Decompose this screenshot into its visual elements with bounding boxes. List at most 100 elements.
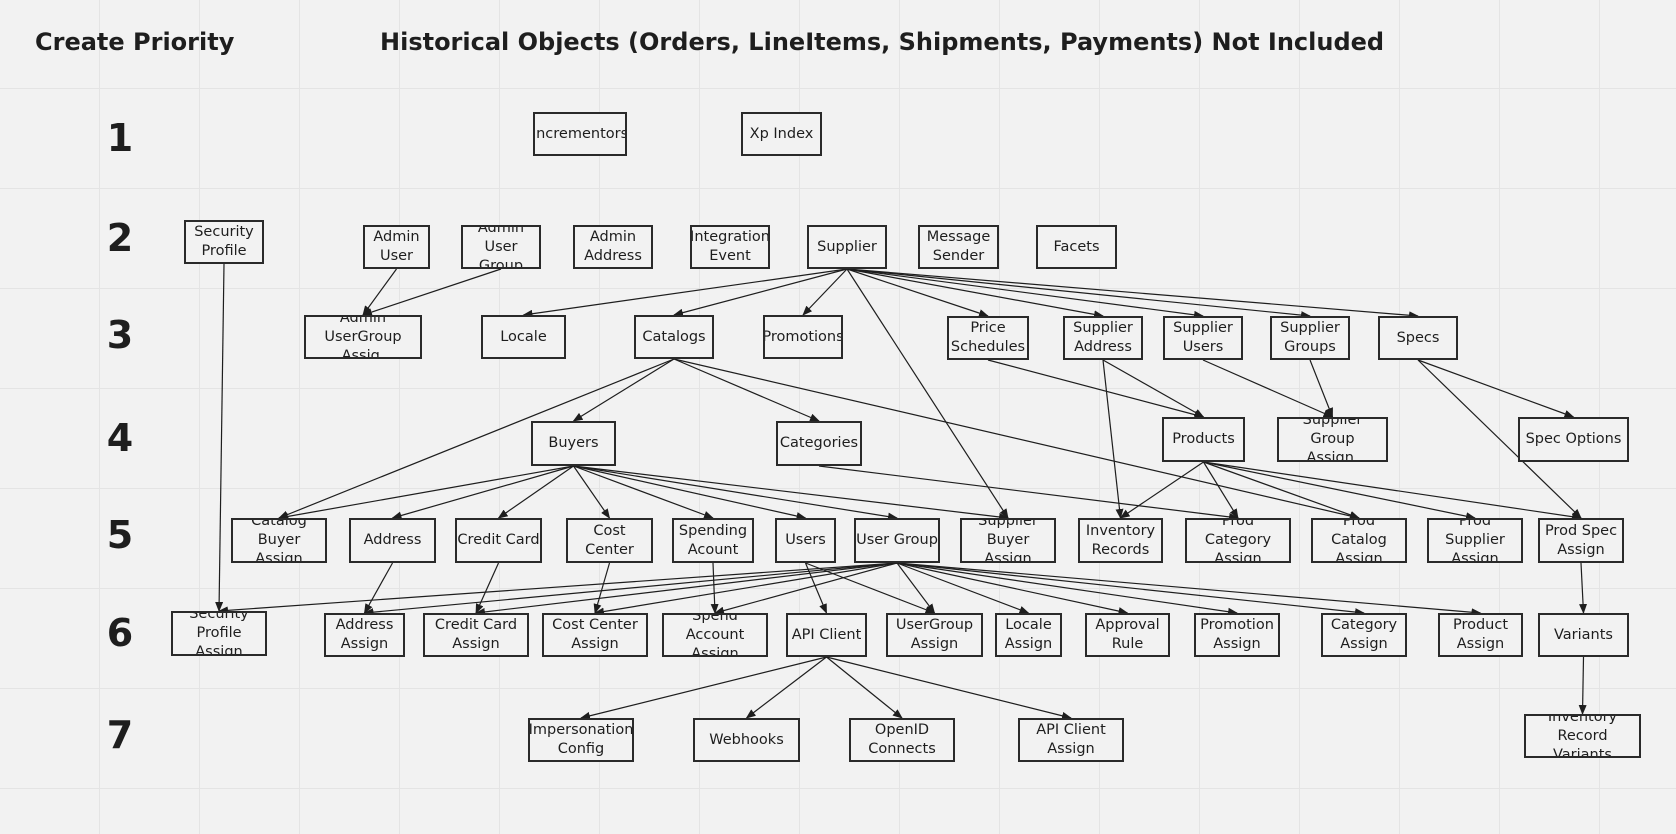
node-supplier-group-assign[interactable]: Supplier Group Assign.	[1277, 417, 1388, 462]
edge-price-schedules-to-products	[987, 359, 1205, 419]
node-webhooks[interactable]: Webhooks	[693, 718, 800, 762]
edge-catalogs-to-catalog-buyer-assign	[278, 358, 675, 519]
node-address-assign[interactable]: Address Assign	[324, 613, 405, 657]
node-categories[interactable]: Categories	[776, 421, 862, 466]
edge-user-group-to-security-profile-assign	[218, 562, 898, 615]
node-spend-account-assign[interactable]: Spend Account Assign	[662, 613, 768, 657]
node-products[interactable]: Products	[1162, 417, 1245, 462]
edge-buyers-to-user-group	[573, 465, 898, 521]
edge-cost-center-to-cost-center-assign	[593, 562, 611, 614]
node-impersonation-config[interactable]: Impersonation Config	[528, 718, 634, 762]
edge-buyers-to-spending-acount	[573, 465, 714, 519]
edge-buyers-to-cost-center	[573, 465, 611, 519]
edge-user-group-to-address-assign	[363, 562, 898, 617]
node-promotion-assign[interactable]: Promotion Assign	[1194, 613, 1280, 657]
edge-user-group-to-cost-center-assign	[594, 562, 898, 616]
node-admin-usergroup-assig[interactable]: Admin UserGroup Assig.	[304, 315, 422, 359]
edge-user-group-to-spend-account-assign	[714, 562, 898, 615]
node-supplier-address[interactable]: Supplier Address	[1063, 316, 1143, 360]
node-user-group[interactable]: User Group	[854, 518, 940, 563]
node-prod-category-assign[interactable]: Prod Category Assign	[1185, 518, 1291, 563]
node-cost-center-assign[interactable]: Cost Center Assign	[542, 613, 648, 657]
node-promotions[interactable]: Promotions	[763, 315, 843, 359]
node-supplier[interactable]: Supplier	[807, 225, 887, 269]
edge-supplier-to-price-schedules	[846, 268, 989, 317]
node-approval-rule[interactable]: Approval Rule	[1085, 613, 1170, 657]
node-security-profile-assign[interactable]: Security Profile Assign	[171, 611, 267, 656]
edge-user-group-to-usergroup-assign	[896, 562, 936, 614]
node-supplier-buyer-assign[interactable]: Supplier Buyer Assign	[960, 518, 1056, 563]
edge-catalogs-to-buyers	[572, 358, 675, 422]
node-inventory-records[interactable]: Inventory Records	[1078, 518, 1163, 563]
edge-api-client-to-webhooks	[745, 656, 827, 719]
node-price-schedules[interactable]: Price Schedules	[947, 316, 1029, 360]
priority-level-1: 1	[106, 116, 134, 160]
priority-level-5: 5	[106, 513, 134, 557]
node-api-client-assign[interactable]: API Client Assign	[1018, 718, 1124, 762]
priority-level-3: 3	[106, 313, 134, 357]
node-credit-card-assign[interactable]: Credit Card Assign	[423, 613, 529, 657]
node-variants[interactable]: Variants	[1538, 613, 1629, 657]
node-usergroup-assign[interactable]: UserGroup Assign	[886, 613, 983, 657]
edge-buyers-to-catalog-buyer-assign	[278, 465, 574, 521]
edge-specs-to-spec-options	[1417, 359, 1575, 418]
edge-specs-to-prod-spec-assign	[1417, 359, 1582, 519]
node-spending-acount[interactable]: Spending Acount	[672, 518, 754, 563]
node-category-assign[interactable]: Category Assign	[1321, 613, 1407, 657]
node-prod-spec-assign[interactable]: Prod Spec Assign	[1538, 518, 1624, 563]
edge-address-to-address-assign	[363, 562, 394, 614]
node-users[interactable]: Users	[775, 518, 836, 563]
priority-level-6: 6	[106, 611, 134, 655]
edge-supplier-address-to-inventory-records	[1102, 359, 1124, 519]
node-facets[interactable]: Facets	[1036, 225, 1117, 269]
node-inventory-record-variants[interactable]: Inventory Record Variants	[1524, 714, 1641, 758]
node-catalog-buyer-assign[interactable]: Catalog Buyer Assign	[231, 518, 327, 563]
edge-products-to-prod-spec-assign	[1203, 461, 1582, 521]
node-openid-connects[interactable]: OpenID Connects	[849, 718, 955, 762]
edge-supplier-groups-to-supplier-group-assign	[1309, 359, 1334, 418]
edge-buyers-to-users	[573, 465, 807, 520]
node-prod-supplier-assign[interactable]: Prod Supplier Assign	[1427, 518, 1523, 563]
node-admin-user[interactable]: Admin User	[363, 225, 430, 269]
edge-security-profile-to-security-profile-assign	[215, 263, 225, 612]
edge-api-client-to-openid-connects	[826, 656, 903, 719]
edge-user-group-to-category-assign	[896, 562, 1365, 617]
node-cost-center[interactable]: Cost Center	[566, 518, 653, 563]
node-prod-catalog-assign[interactable]: Prod Catalog Assign	[1311, 518, 1407, 563]
edge-user-group-to-credit-card-assign	[475, 562, 898, 616]
node-locale-assign[interactable]: Locale Assign	[995, 613, 1062, 657]
node-product-assign[interactable]: Product Assign	[1438, 613, 1523, 657]
node-locale[interactable]: Locale	[481, 315, 566, 359]
edge-spending-acount-to-spend-account-assign	[710, 562, 719, 614]
node-spec-options[interactable]: Spec Options	[1518, 417, 1629, 462]
edge-supplier-address-to-products	[1102, 359, 1205, 418]
node-catalogs[interactable]: Catalogs	[634, 315, 714, 359]
node-supplier-users[interactable]: Supplier Users	[1163, 316, 1243, 360]
edge-variants-to-inventory-record-variants	[1578, 656, 1587, 715]
node-admin-address[interactable]: Admin Address	[573, 225, 653, 269]
node-message-sender[interactable]: Message Sender	[918, 225, 999, 269]
edge-buyers-to-supplier-buyer-assign	[573, 465, 1009, 521]
node-supplier-groups[interactable]: Supplier Groups	[1270, 316, 1350, 360]
edge-buyers-to-credit-card	[497, 465, 574, 519]
edge-api-client-to-impersonation-config	[580, 656, 827, 720]
node-address[interactable]: Address	[349, 518, 436, 563]
edge-products-to-prod-category-assign	[1202, 461, 1239, 519]
node-admin-user-group[interactable]: Admin User Group	[461, 225, 541, 269]
edge-user-group-to-product-assign	[896, 562, 1482, 617]
node-xp-index[interactable]: Xp Index	[741, 112, 822, 156]
node-credit-card[interactable]: Credit Card	[455, 518, 542, 563]
priority-level-4: 4	[106, 416, 134, 460]
node-api-client[interactable]: API Client	[786, 613, 867, 657]
node-security-profile[interactable]: Security Profile	[184, 220, 264, 264]
edge-credit-card-to-credit-card-assign	[475, 562, 500, 614]
edge-buyers-to-address	[391, 465, 574, 520]
node-specs[interactable]: Specs	[1378, 316, 1458, 360]
edge-categories-to-prod-category-assign	[818, 465, 1239, 521]
edge-products-to-prod-catalog-assign	[1203, 461, 1360, 519]
edge-products-to-prod-supplier-assign	[1203, 461, 1476, 521]
node-integration-event[interactable]: Integration Event	[690, 225, 770, 269]
node-buyers[interactable]: Buyers	[531, 421, 616, 466]
node-incrementors[interactable]: Incrementors	[533, 112, 627, 156]
